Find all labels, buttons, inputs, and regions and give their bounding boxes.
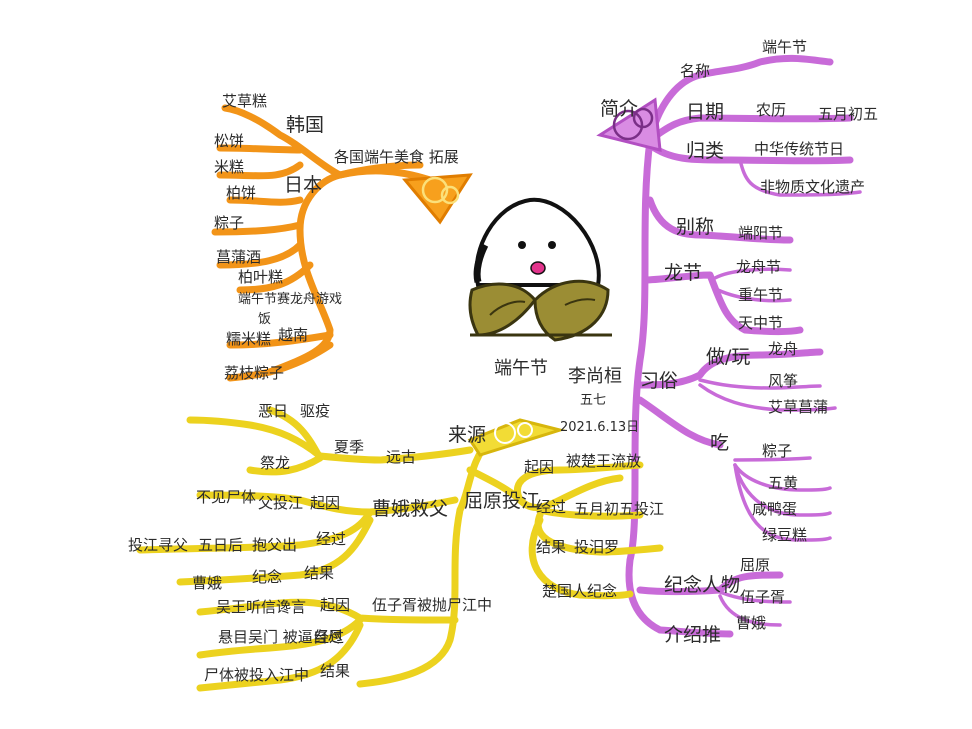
quyuan-legacy: 楚国人纪念 <box>542 582 618 600</box>
commemorate-label: 纪念人物 <box>664 574 741 596</box>
dragon-item-3: 天中节 <box>738 314 784 332</box>
origin-plague: 驱疫 <box>300 402 331 420</box>
date-value-lunar: 农历 <box>756 101 787 119</box>
date-branch-label: 日期 <box>686 101 725 123</box>
foreign-label: 各国端午美食 拓展 <box>334 148 459 166</box>
customs-play-boat: 龙舟 <box>768 340 799 358</box>
weekday-label: 五七 <box>580 393 607 408</box>
southern-label: 越南 <box>278 326 309 344</box>
southern-item-2: 饭 <box>258 312 272 327</box>
foreign-icon <box>401 173 473 225</box>
caoe-reason-1: 不见尸体 <box>196 488 257 506</box>
caoe-story-1: 投江寻父 <box>128 536 189 554</box>
southern-item-3: 荔枝粽子 <box>224 364 285 382</box>
yellow-branch-lines <box>136 406 664 692</box>
caoe-result-end: 结果 <box>304 564 335 582</box>
korea-item-2: 松饼 <box>214 132 245 150</box>
center-title: 端午节 <box>494 358 548 379</box>
caoe-story-end: 经过 <box>316 530 347 548</box>
korea-item-3: 米糕 <box>214 158 245 176</box>
overview-icon <box>596 97 662 152</box>
caoe-reason-end: 起因 <box>310 494 341 512</box>
author-name: 李尚桓 <box>568 366 622 387</box>
japan-label: 日本 <box>284 174 323 196</box>
wuzixu-cause: 吴王听信谗言 <box>216 598 307 616</box>
caoe-result-2: 纪念 <box>252 568 283 586</box>
misc-item-2: 柏叶糕 <box>238 268 284 286</box>
customs-play-herb: 艾草菖蒲 <box>768 398 829 416</box>
quyuan-label: 屈原投江 <box>464 490 541 512</box>
dragon-item-1: 龙舟节 <box>736 258 782 276</box>
date-label: 2021.6.13日 <box>560 420 640 435</box>
zongzi-mouth-icon <box>530 261 546 275</box>
origin-dragon-worship: 祭龙 <box>260 454 291 472</box>
origin-ancient: 远古 <box>386 448 417 466</box>
customs-eat-zongzi: 粽子 <box>762 442 793 460</box>
quyuan-cause: 被楚王流放 <box>566 452 642 470</box>
quyuan-result-end: 结果 <box>536 538 567 556</box>
customs-play-kite: 风筝 <box>768 372 799 390</box>
commemorate-other: 介绍推 <box>664 624 722 646</box>
origin-summer: 夏季 <box>334 438 365 456</box>
person-quyuan: 屈原 <box>740 556 771 574</box>
japan-item-1: 柏饼 <box>226 184 257 202</box>
customs-label: 习俗 <box>640 370 679 392</box>
customs-eat-wuhuang: 五黄 <box>768 474 799 492</box>
quyuan-pass-end: 经过 <box>536 498 567 516</box>
aliases-label: 名称 <box>680 62 711 80</box>
wuzixu-result-end: 结果 <box>320 662 351 680</box>
japan-item-2: 粽子 <box>214 214 245 232</box>
date-value-day: 五月初五 <box>818 105 879 123</box>
quyuan-cause-end: 起因 <box>524 458 555 476</box>
wuzixu-pass-end: 经过 <box>314 628 345 646</box>
dragon-item-2: 重午节 <box>738 286 784 304</box>
customs-play-label: 做/玩 <box>706 346 751 368</box>
wuzixu-cause-end: 起因 <box>320 596 351 614</box>
aliases-value: 端午节 <box>762 38 808 56</box>
origin-icon <box>467 418 566 457</box>
misc-item-1: 菖蒲酒 <box>216 248 262 266</box>
caoe-result-1: 曹娥 <box>192 574 223 592</box>
korea-item-1: 艾草糕 <box>222 92 268 110</box>
customs-eat-cake: 绿豆糕 <box>762 526 808 544</box>
person-wuzixu: 伍子胥 <box>740 588 786 606</box>
category-label: 归类 <box>686 140 725 162</box>
dragon-label: 龙节 <box>664 262 703 284</box>
wuzixu-pass: 悬目吴门 被逼自尽 <box>218 628 343 646</box>
korea-label: 韩国 <box>286 114 325 136</box>
wuzixu-result: 尸体被投入江中 <box>204 666 310 684</box>
category-heritage: 非物质文化遗产 <box>760 178 866 196</box>
origin-label: 来源 <box>448 424 487 446</box>
quyuan-pass: 五月初五投江 <box>574 500 665 518</box>
origin-evil-day: 恶日 <box>258 402 289 420</box>
other-names-label: 别称 <box>676 216 715 238</box>
foreign-extra: 端午节赛龙舟游戏 <box>238 292 343 307</box>
southern-item-1: 糯米糕 <box>226 330 272 348</box>
wuzixu-label: 伍子胥被抛尸江中 <box>372 596 493 614</box>
quyuan-result: 投汨罗 <box>574 538 620 556</box>
caoe-story-2: 五日后 <box>198 536 244 554</box>
customs-eat-egg: 咸鸭蛋 <box>752 500 798 518</box>
caoe-reason-2: 父投江 <box>258 494 304 512</box>
caoe-story-3: 抱父出 <box>252 536 298 554</box>
orange-branch-lines <box>211 104 434 382</box>
overview-label: 简介 <box>600 98 639 120</box>
person-caoe: 曹娥 <box>736 614 767 632</box>
category-traditional: 中华传统节日 <box>754 140 845 158</box>
zongzi-eye-right-icon <box>548 241 556 249</box>
customs-eat-label: 吃 <box>710 432 730 454</box>
zongzi-illustration <box>468 197 612 342</box>
caoe-label: 曹娥救父 <box>372 498 449 520</box>
zongzi-eye-left-icon <box>518 241 526 249</box>
purple-branch-lines <box>625 54 862 638</box>
other-names-value: 端阳节 <box>738 224 784 242</box>
